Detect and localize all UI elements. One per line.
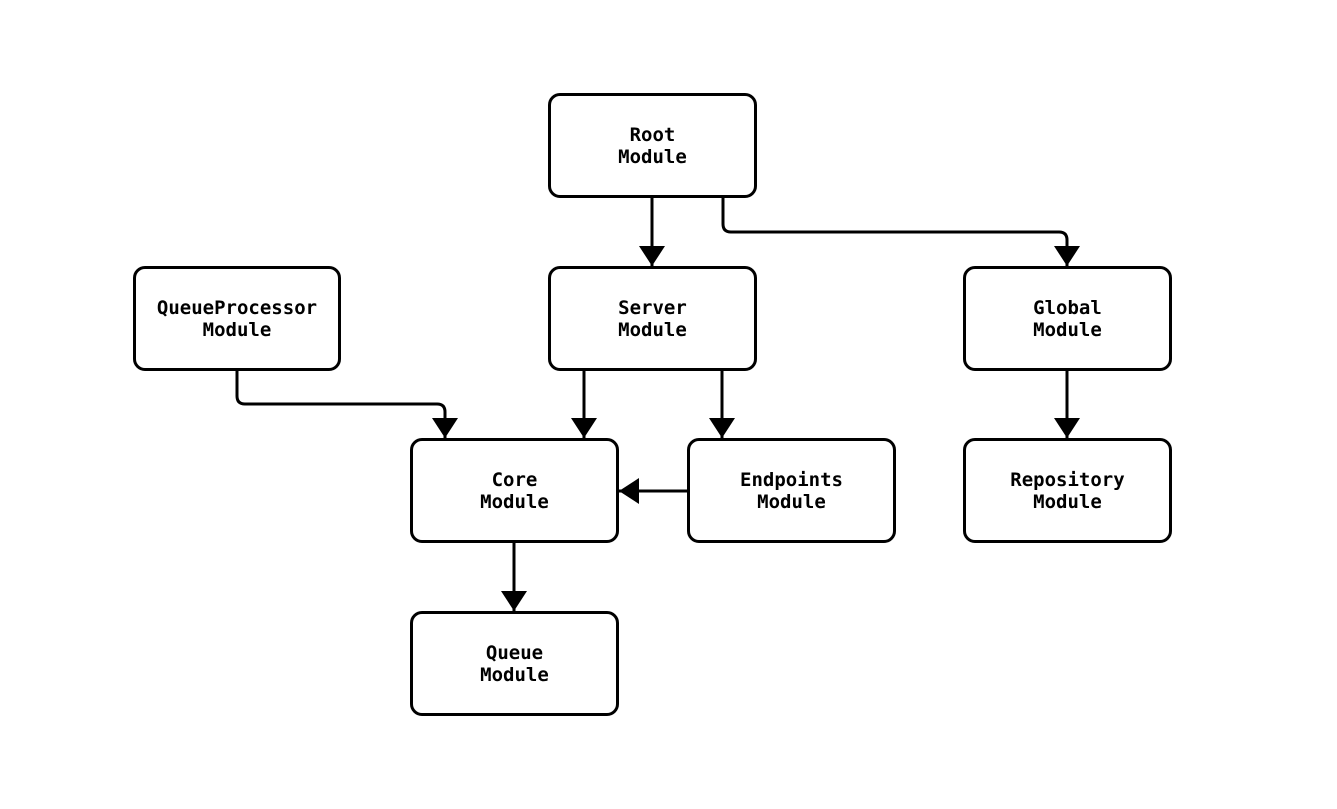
node-label-line: Core [491,468,538,491]
node-label-line: Module [1033,490,1102,513]
node-label-line: QueueProcessor [156,296,318,319]
node-label-line: Module [480,663,549,686]
node-label-line: Endpoints [740,468,843,491]
node-label-line: Queue [485,641,544,664]
node-label-line: Root [629,123,676,146]
node-label-line: Repository [1010,468,1125,491]
node-label-line: Module [202,318,272,341]
node-label-line: Module [757,490,826,513]
node-label-line: Module [1033,318,1102,341]
node-label-line: Module [618,145,687,168]
node-label-line: Server [618,296,687,319]
node-label-line: Module [618,318,687,341]
node-label-line: Module [480,490,549,513]
node-label-line: Global [1033,296,1102,319]
